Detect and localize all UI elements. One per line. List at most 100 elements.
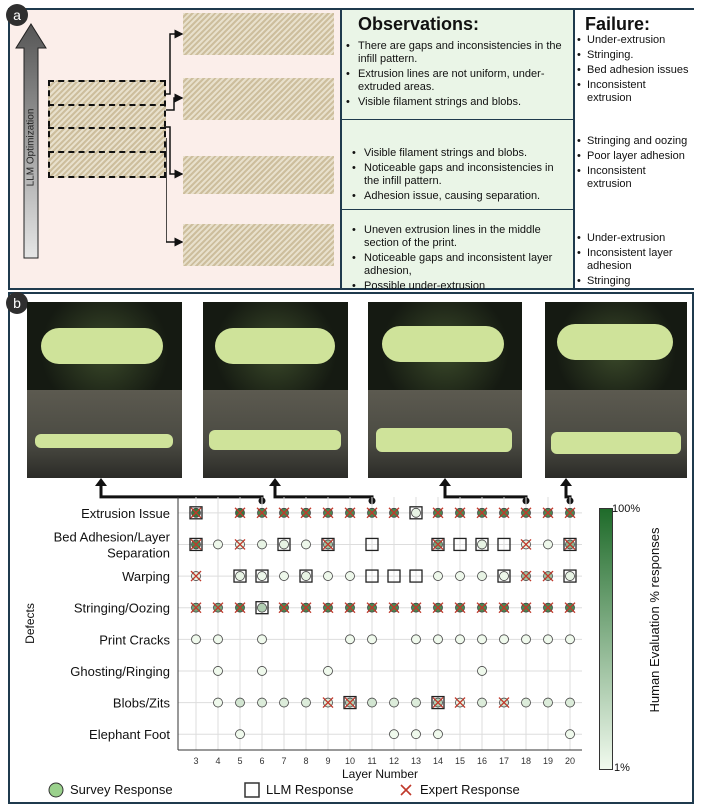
expert-response-point (278, 602, 290, 614)
survey-response-point (367, 697, 377, 708)
expert-response-point (432, 507, 444, 519)
expert-response-point (564, 602, 576, 614)
panel-a-label: a (6, 4, 28, 26)
llm-response-point (233, 569, 247, 583)
print-side-view-image-4 (545, 390, 687, 478)
llm-response-point (255, 601, 269, 615)
y-tick-label: Elephant Foot (89, 727, 170, 742)
legend-survey-label: Survey Response (70, 782, 173, 797)
survey-response-point (235, 571, 245, 581)
legend-square-icon (244, 782, 260, 798)
survey-response-point (235, 697, 245, 708)
survey-response-point (543, 539, 553, 550)
failure-list-3: Under-extrusion Inconsistent layer adhes… (575, 232, 693, 290)
observations-list-2: Visible filament strings and blobs. Noti… (348, 147, 570, 205)
survey-response-point (301, 697, 311, 708)
expert-response-point (564, 538, 576, 550)
expert-response-point (432, 538, 444, 550)
llm-response-point (497, 537, 511, 552)
llm-response-point (431, 695, 445, 710)
llm-optimization-label: LLM Optimization (25, 108, 37, 187)
photo-connector-line (443, 484, 528, 502)
expert-response-point (366, 602, 378, 614)
expert-response-point (278, 507, 290, 519)
llm-response-point (189, 537, 203, 552)
print-side-view-image-1 (27, 390, 182, 478)
survey-response-point (455, 571, 465, 581)
photo-connector-arrowhead (95, 478, 107, 486)
photo-connector-line (99, 484, 264, 502)
x-tick-label: 17 (499, 756, 509, 766)
x-axis-title: Layer Number (342, 767, 418, 781)
print-sample-image-1 (183, 13, 334, 55)
x-tick-label: 10 (345, 756, 355, 766)
observations-list-1: There are gaps and inconsistencies in th… (342, 40, 570, 111)
survey-response-point (213, 634, 223, 645)
x-tick-label: 14 (433, 756, 443, 766)
survey-response-point (543, 697, 553, 708)
survey-response-point (235, 729, 245, 740)
survey-response-point (213, 697, 223, 708)
llm-response-point (365, 569, 379, 583)
print-top-view-image-1 (27, 302, 182, 390)
expert-response-point (498, 602, 510, 614)
survey-response-point (477, 539, 487, 550)
observation-item: Adhesion issue, causing separation. (348, 190, 570, 203)
expert-response-point (542, 507, 554, 519)
survey-response-point (301, 571, 311, 581)
print-side-view-image-2 (203, 390, 348, 478)
x-tick-label: 5 (237, 756, 242, 766)
expert-response-point (234, 538, 246, 550)
print-top-view-image-2 (203, 302, 348, 390)
failure-column: Failure: Under-extrusion Stringing. Bed … (573, 10, 694, 288)
expert-response-point (190, 538, 202, 550)
failure-list-1: Under-extrusion Stringing. Bed adhesion … (575, 34, 693, 107)
survey-response-point (213, 666, 223, 676)
survey-response-point (477, 634, 487, 645)
photo-connector-arrowhead (439, 478, 451, 486)
expert-response-point (520, 538, 532, 550)
expert-response-point (388, 507, 400, 519)
expert-response-point (454, 507, 466, 519)
x-tick-label: 7 (281, 756, 286, 766)
survey-response-point (411, 729, 421, 740)
photo-connector-arrowhead (269, 478, 281, 486)
expert-response-point (300, 507, 312, 519)
expert-response-point (344, 507, 356, 519)
survey-response-point (455, 634, 465, 645)
expert-response-point (212, 602, 224, 614)
expert-response-point (476, 602, 488, 614)
survey-response-point (279, 571, 289, 581)
observation-item: Visible filament strings and blobs. (348, 147, 570, 160)
survey-response-point (257, 539, 267, 550)
x-tick-label: 19 (543, 756, 553, 766)
colorbar-min-label: 1% (614, 762, 630, 774)
observation-item: Uneven extrusion lines in the middle sec… (348, 224, 570, 250)
survey-response-point (301, 539, 311, 550)
x-tick-label: 8 (303, 756, 308, 766)
expert-response-point (542, 602, 554, 614)
survey-response-point (543, 634, 553, 645)
llm-response-point (409, 569, 423, 583)
llm-response-point (365, 537, 379, 552)
survey-response-point (257, 634, 267, 645)
failure-item: Inconsistent extrusion (575, 165, 693, 191)
survey-response-point (257, 697, 267, 708)
survey-response-point (565, 571, 575, 581)
print-sample-image-3 (183, 156, 334, 194)
failure-item: Poor layer adhesion (575, 150, 693, 163)
expert-response-point (476, 507, 488, 519)
expert-response-point (344, 697, 356, 709)
expert-response-point (300, 602, 312, 614)
failure-item: Inconsistent extrusion (575, 79, 693, 105)
survey-response-point (433, 571, 443, 581)
survey-response-point (565, 634, 575, 645)
survey-response-point (433, 729, 443, 740)
expert-response-point (388, 602, 400, 614)
survey-response-point (257, 602, 267, 613)
survey-response-point (477, 666, 487, 676)
expert-response-point (498, 697, 510, 709)
expert-response-point (520, 570, 532, 582)
